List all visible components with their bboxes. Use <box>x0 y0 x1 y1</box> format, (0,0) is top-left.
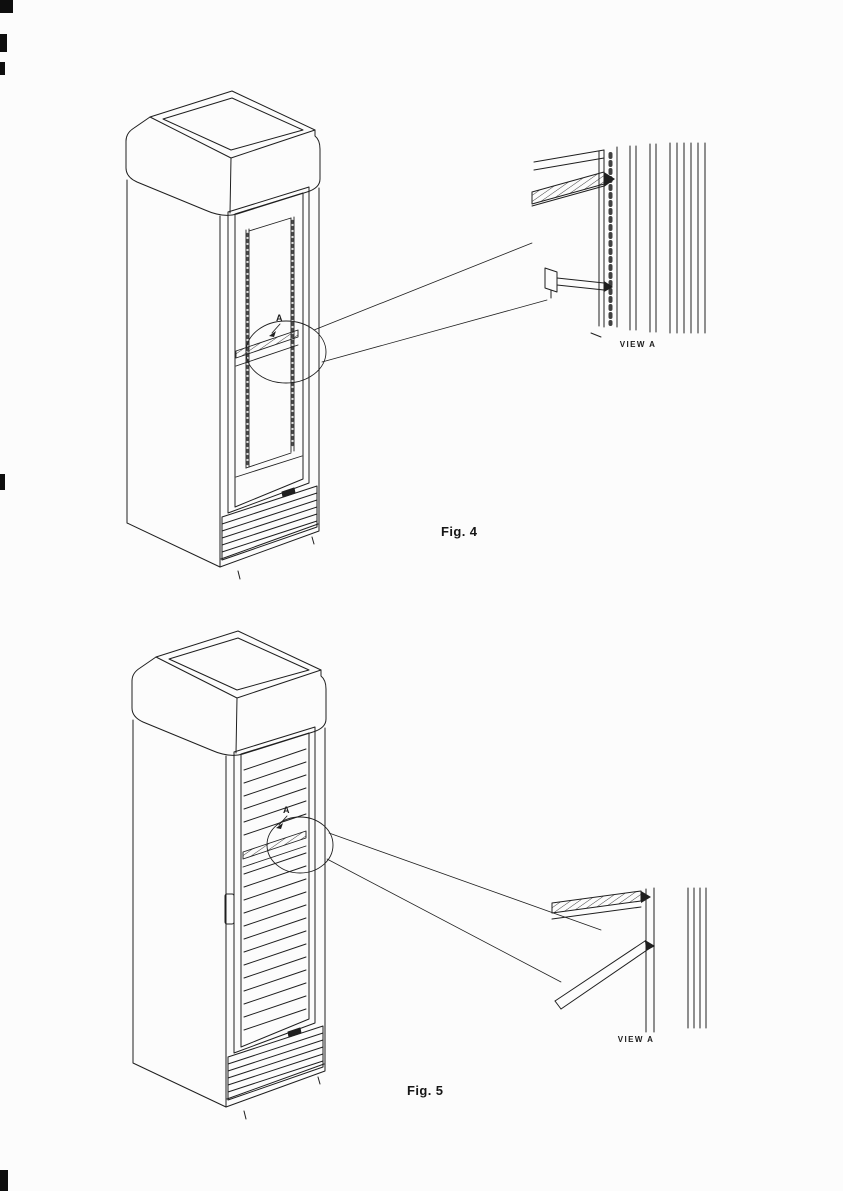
fig5-callout-circle <box>266 816 334 874</box>
fig5-callout: A <box>266 805 602 983</box>
fig4-callout-circle <box>245 320 327 384</box>
scan-artifact <box>0 0 13 13</box>
fig5-callout-arrowhead <box>276 823 283 829</box>
scan-artifact <box>0 474 5 490</box>
fig5-leader-lines <box>326 832 602 983</box>
fig4-leader-lines <box>313 242 548 363</box>
fig5-caption: Fig. 5 <box>407 1083 444 1098</box>
fig5-view-label: VIEW A <box>617 1035 655 1044</box>
fig5-callout-label: A <box>283 805 290 815</box>
door-handle <box>224 893 235 925</box>
fig4-callout-label: A <box>276 313 283 323</box>
fig4-callout: A <box>245 242 548 384</box>
fig4-callout-arrowhead <box>269 331 276 337</box>
fig4-caption: Fig. 4 <box>441 524 478 539</box>
scan-artifact <box>0 34 7 52</box>
fig4-detail-view-drawing <box>531 142 706 338</box>
fig5-cabinet-interior <box>224 748 307 1031</box>
fig5-detail-view-drawing <box>551 887 707 1033</box>
scan-artifact <box>0 1170 8 1191</box>
fig5-cabinet-drawing <box>131 630 327 1120</box>
fig4-cabinet-interior <box>235 216 303 478</box>
scan-artifact <box>0 62 5 75</box>
fig4-view-label: VIEW A <box>619 340 657 349</box>
